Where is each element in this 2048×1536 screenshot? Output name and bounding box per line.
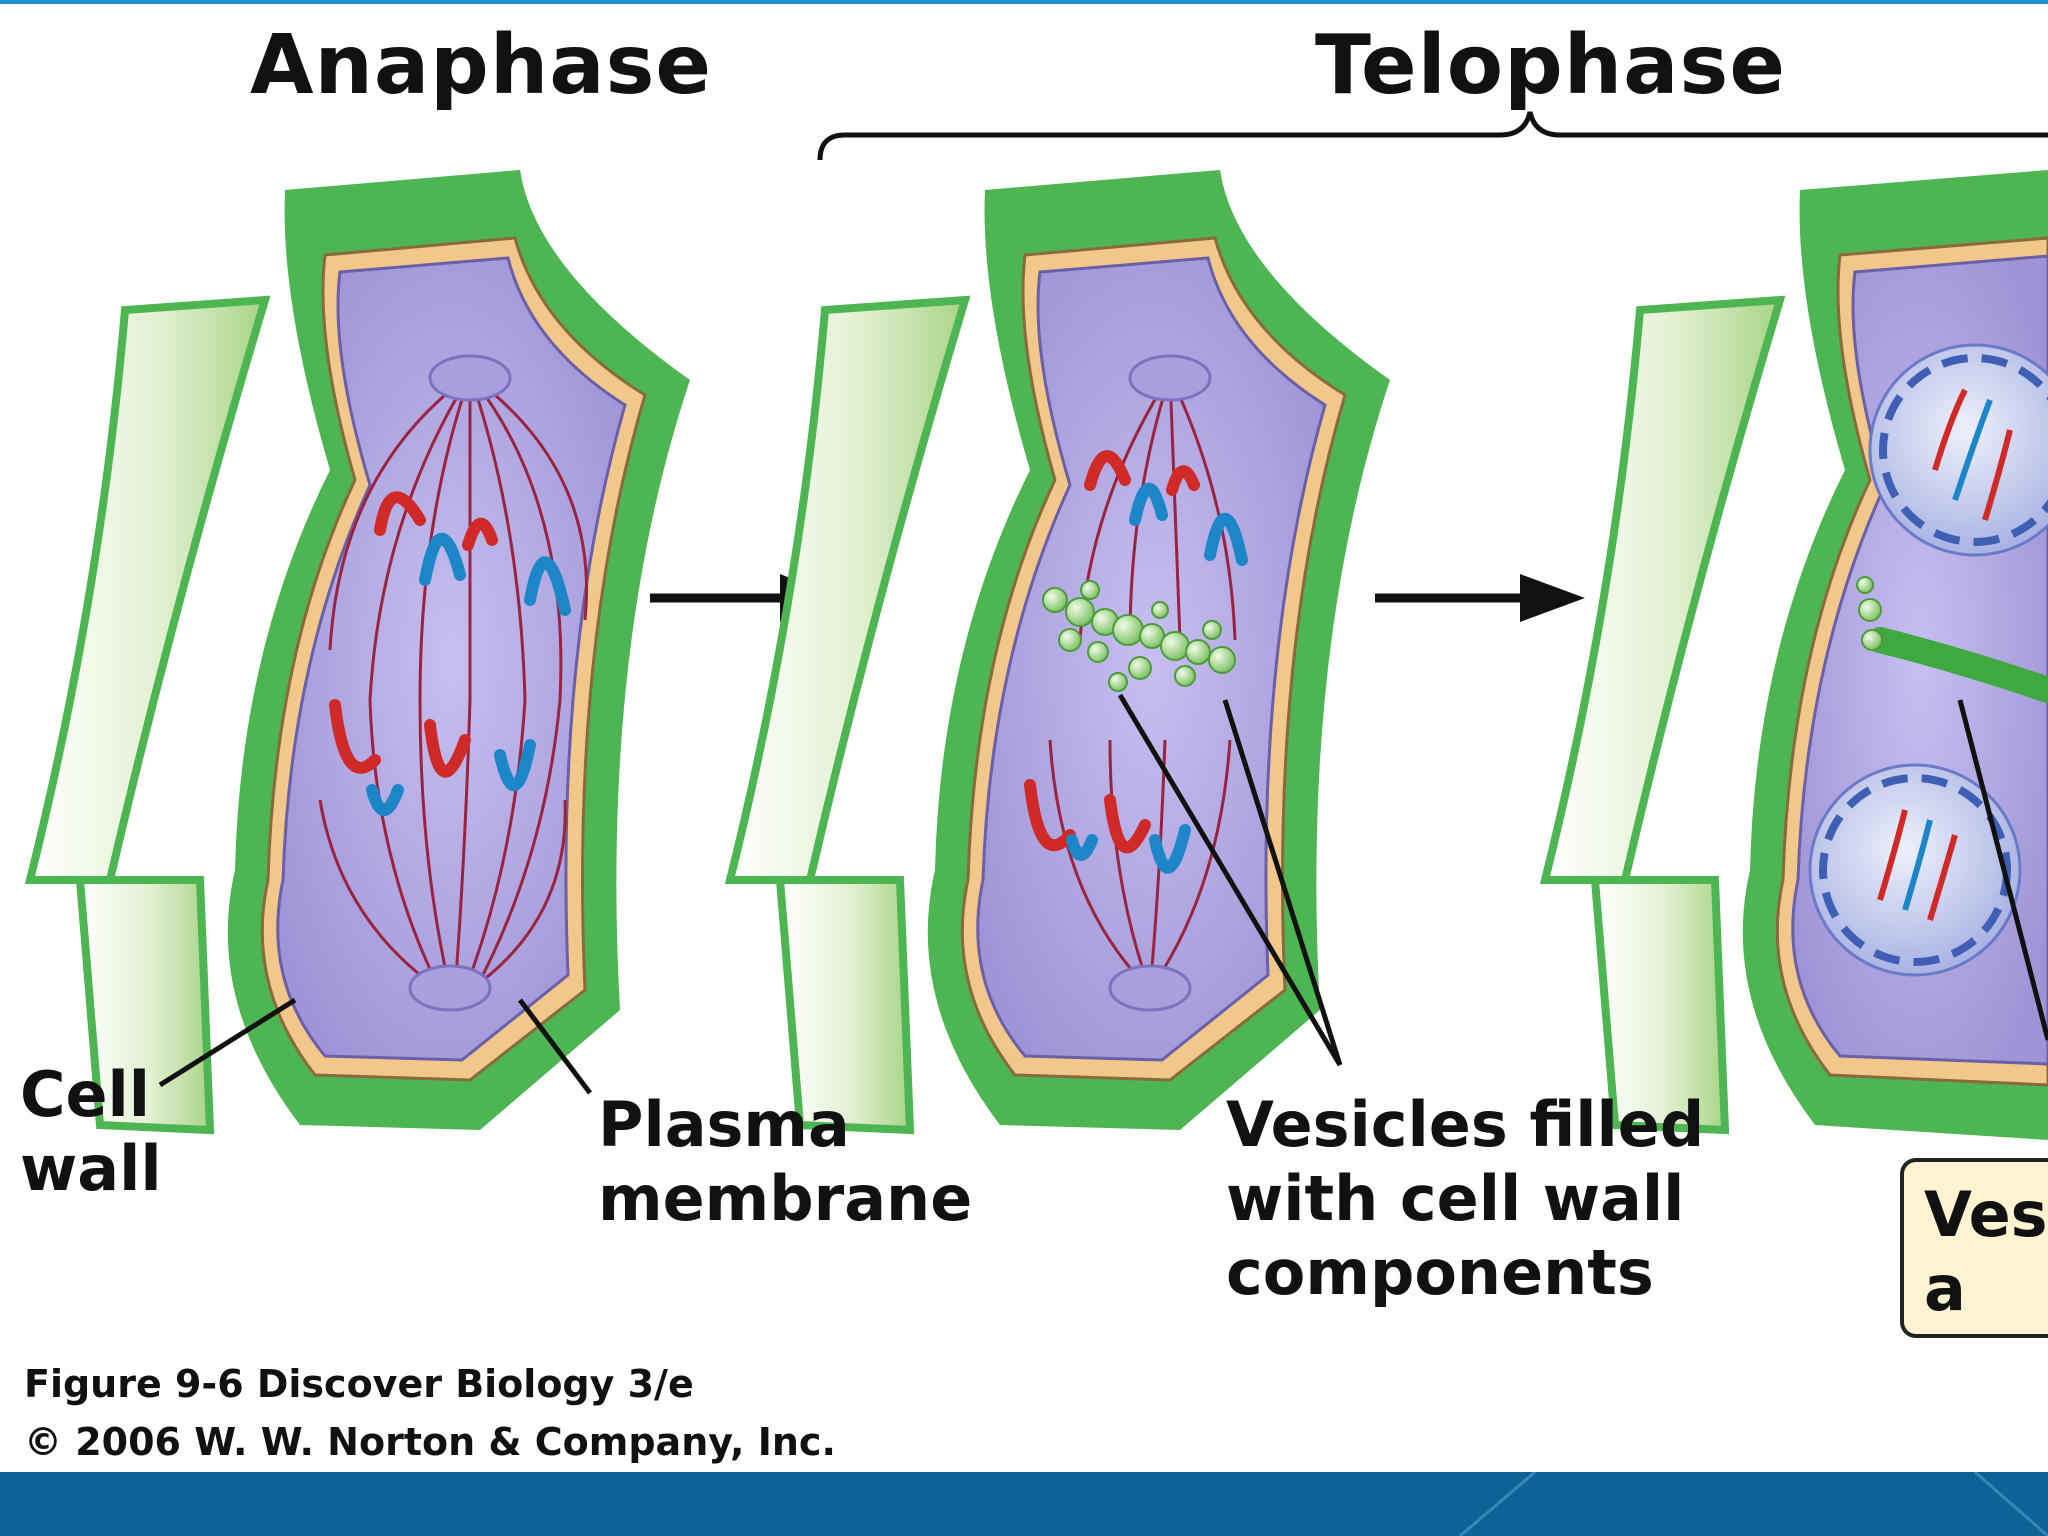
callout-leader [1957, 699, 2048, 1041]
spindle-fibers [318, 373, 589, 992]
chromosomes-upper [1084, 450, 1248, 566]
chromosomes-upper [374, 491, 571, 616]
arrow-telophase-progression [1375, 574, 1585, 622]
cell-wall-slab-left [1539, 295, 1786, 884]
figure-caption-line1: Figure 9-6 Discover Biology 3/e [24, 1362, 694, 1406]
chromosomes-lower [329, 699, 536, 816]
telophase-bracket [817, 111, 2048, 161]
chromosomes-lower [1024, 779, 1191, 874]
figure-stage: Anaphase Telophase Cell wall Plasma memb… [20, 18, 2048, 1464]
label-cell-wall: Cell wall [20, 1058, 162, 1205]
callout-text: Vesic a new [1924, 1178, 2048, 1334]
cytoplasm [976, 256, 1327, 1062]
cytoplasm [276, 256, 627, 1062]
forming-cell-plate [1867, 627, 2048, 703]
daughter-nucleus-lower [1808, 763, 2022, 977]
telophase-cell-early [724, 170, 1390, 1135]
cell-plate-vesicles [1042, 580, 1236, 692]
top-accent-line [0, 0, 2048, 4]
cell-wall-slab-left [24, 295, 271, 884]
label-leaders [158, 693, 1343, 1095]
anaphase-cell [24, 170, 691, 1135]
telophase-cell-late [1539, 170, 2048, 1140]
mitosis-illustration [24, 111, 2048, 1140]
footer-chevron-decoration [1459, 1472, 2048, 1536]
daughter-nucleus-upper [1868, 343, 2048, 557]
label-vesicles: Vesicles filled with cell wall component… [1226, 1088, 1705, 1309]
callout-box: Vesic a new [1900, 1158, 2048, 1338]
footer-bar [0, 1472, 2048, 1536]
label-plasma-membrane: Plasma membrane [598, 1088, 973, 1235]
cell-wall-slab-left [724, 295, 971, 884]
heading-telophase: Telophase [1315, 18, 1786, 113]
heading-anaphase: Anaphase [250, 18, 713, 113]
figure-caption-line2: © 2006 W. W. Norton & Company, Inc. [24, 1420, 836, 1464]
